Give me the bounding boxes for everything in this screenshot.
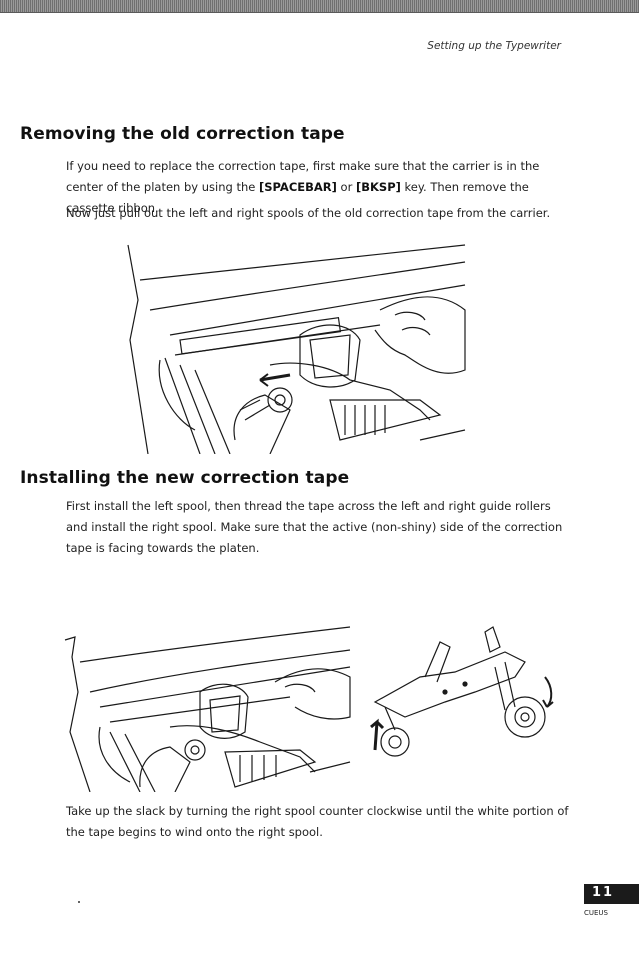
running-head: Setting up the Typewriter <box>427 40 561 52</box>
paragraph-take-up-slack: Take up the slack by turning the right s… <box>66 804 569 839</box>
header-decorative-bar <box>0 0 639 13</box>
page-number-tab <box>584 884 639 904</box>
p1-text-before: If you need to replace the correction ta… <box>66 159 540 194</box>
paragraph-replace-instructions: If you need to replace the correction ta… <box>66 156 572 219</box>
paragraph-pull-out-spools: Now just pull out the left and right spo… <box>66 206 551 220</box>
spacebar-key-label: [SPACEBAR] <box>259 180 337 194</box>
p1-text-after: key. Then remove the cassette ribbon. <box>66 180 529 215</box>
section-heading-removing: Removing the old correction tape <box>20 124 345 144</box>
illustration-installing-spools <box>64 626 351 792</box>
paragraph-install-instructions: First install the left spool, then threa… <box>66 499 563 555</box>
bksp-key-label: [BKSP] <box>355 180 401 194</box>
page-number: 11 <box>592 885 615 900</box>
p1-text-mid: or <box>336 180 356 194</box>
illustration-spool-detail <box>370 626 554 757</box>
language-code: CUEUS <box>584 909 609 917</box>
illustration-removing-spools <box>127 244 466 454</box>
stray-mark <box>78 901 80 903</box>
section-heading-installing: Installing the new correction tape <box>20 468 350 488</box>
